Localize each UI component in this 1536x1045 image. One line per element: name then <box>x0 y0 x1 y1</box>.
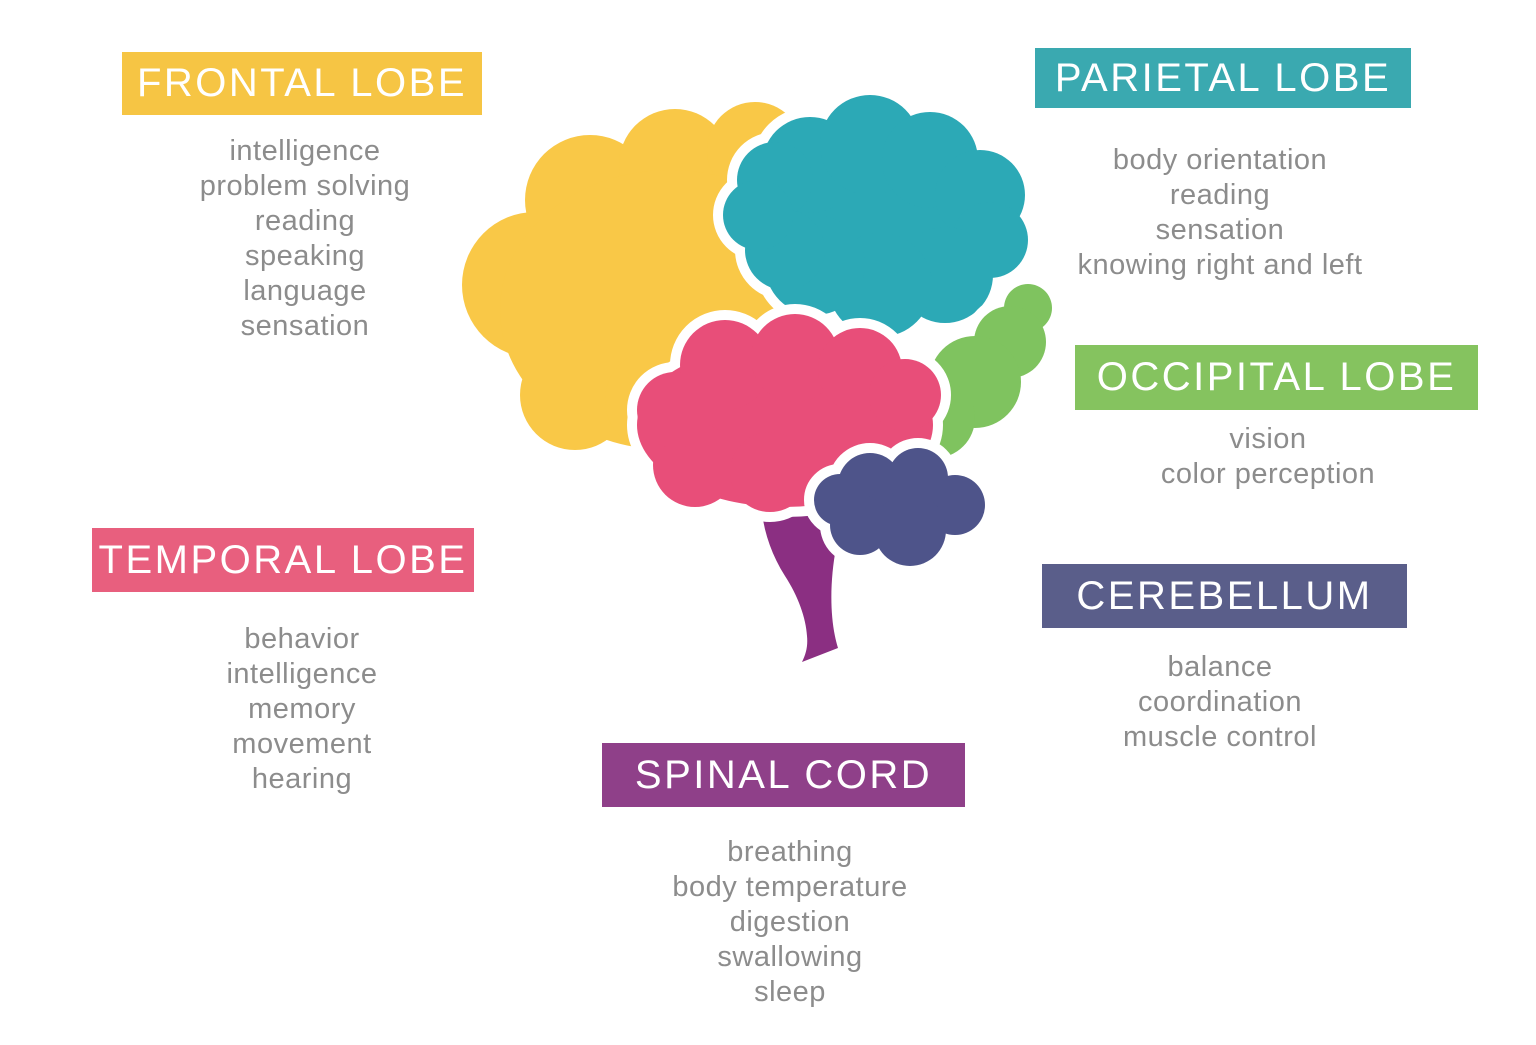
cerebellum-functions: balance coordination muscle control <box>1020 650 1420 755</box>
function-item: movement <box>232 728 372 760</box>
function-item: body temperature <box>672 871 908 903</box>
function-item: hearing <box>251 763 353 795</box>
temporal-lobe-functions: behavior intelligence memory movement he… <box>102 622 502 797</box>
function-item: color perception <box>1160 458 1376 490</box>
spinal-cord-label: SPINAL CORD <box>602 743 965 807</box>
function-item: intelligence <box>226 658 378 690</box>
function-item: sensation <box>240 310 370 342</box>
parietal-lobe-functions: body orientation reading sensation knowi… <box>1020 143 1420 283</box>
function-item: sleep <box>754 976 826 1008</box>
function-item: memory <box>248 693 356 725</box>
function-item: muscle control <box>1123 721 1317 753</box>
frontal-lobe-label: FRONTAL LOBE <box>122 52 482 115</box>
temporal-lobe-label: TEMPORAL LOBE <box>92 528 474 592</box>
occipital-lobe-label: OCCIPITAL LOBE <box>1075 345 1478 410</box>
function-item: problem solving <box>199 170 411 202</box>
function-item: breathing <box>727 836 853 868</box>
parietal-lobe-label: PARIETAL LOBE <box>1035 48 1411 108</box>
function-item: language <box>243 275 367 307</box>
occipital-lobe-functions: vision color perception <box>1068 422 1468 492</box>
function-item: intelligence <box>229 135 381 167</box>
frontal-lobe-functions: intelligence problem solving reading spe… <box>105 134 505 344</box>
cerebellum-label: CEREBELLUM <box>1042 564 1407 628</box>
function-item: body orientation <box>1112 144 1328 176</box>
function-item: vision <box>1229 423 1307 455</box>
function-item: balance <box>1167 651 1273 683</box>
brain-illustration <box>440 80 1080 680</box>
function-item: speaking <box>244 240 366 272</box>
function-item: coordination <box>1138 686 1302 718</box>
function-item: reading <box>1169 179 1271 211</box>
function-item: behavior <box>244 623 360 655</box>
function-item: sensation <box>1155 214 1285 246</box>
function-item: digestion <box>729 906 851 938</box>
spinal-cord-functions: breathing body temperature digestion swa… <box>590 835 990 1010</box>
function-item: reading <box>254 205 356 237</box>
function-item: knowing right and left <box>1077 249 1363 281</box>
function-item: swallowing <box>717 941 863 973</box>
